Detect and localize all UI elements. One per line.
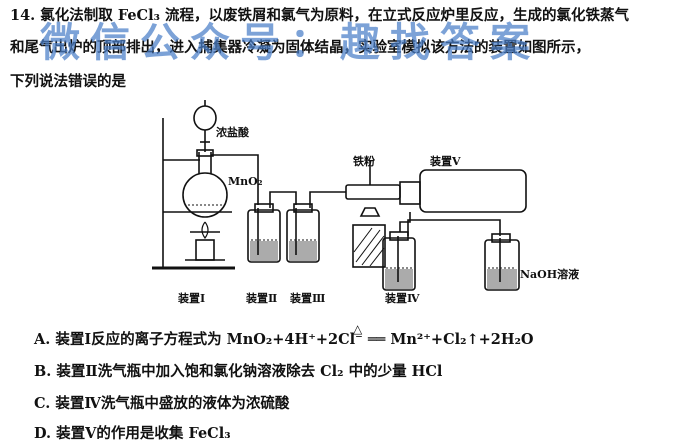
watermark-text: 微信公众号：趣找答案 [40, 20, 540, 66]
option-a-condition: △ [353, 322, 363, 336]
question-line-1: 14. 氯化法制取 FeCl₃ 流程，以废铁屑和氯气为原料，在立式反应炉里反应，… [10, 7, 629, 24]
label-device-5: 装置Ⅴ [429, 154, 461, 168]
label-mno2: MnO₂ [228, 175, 263, 188]
option-d: D. 装置Ⅴ的作用是收集 FeCl₃ [34, 425, 231, 442]
wash-bottle-4 [382, 237, 416, 291]
naoh-bottle [484, 239, 520, 291]
label-device-2: 装置Ⅱ [245, 291, 277, 305]
option-c: C. 装置Ⅳ洗气瓶中盛放的液体为浓硫酸 [34, 395, 290, 412]
question-line-3: 下列说法错误的是 [10, 73, 126, 90]
burner-flame [201, 221, 209, 240]
round-bottom-flask [182, 172, 228, 218]
label-iron: 铁粉 [353, 154, 375, 168]
label-naoh: NaOH溶液 [520, 267, 580, 281]
label-device-4: 装置Ⅳ [384, 291, 420, 305]
option-a: A. 装置Ⅰ反应的离子方程式为 MnO₂+4H⁺+2Cl⁻ ══ Mn²⁺+Cl… [34, 331, 534, 348]
label-device-3: 装置Ⅲ [289, 291, 325, 305]
wash-bottle-3 [286, 209, 320, 263]
label-device-1: 装置Ⅰ [177, 291, 205, 305]
label-hcl: 浓盐酸 [216, 125, 250, 139]
separatory-funnel [193, 105, 217, 131]
wash-bottle-2 [247, 209, 281, 263]
furnace-block [352, 224, 386, 268]
connector-tube-3 [309, 191, 346, 208]
option-b: B. 装置Ⅱ洗气瓶中加入饱和氯化钠溶液除去 Cl₂ 中的少量 HCl [34, 363, 443, 380]
collector-device-5 [419, 169, 527, 213]
delivery-tube-1 [211, 154, 259, 205]
question-line-2: 和尾气出炉的顶部排出，进入捕集器冷凝为固体结晶，实验室模拟该方法的装置如图所示， [10, 39, 590, 56]
connector-tube-2 [269, 191, 297, 208]
reaction-tube [345, 184, 401, 200]
connector-tube-4 [407, 219, 501, 236]
